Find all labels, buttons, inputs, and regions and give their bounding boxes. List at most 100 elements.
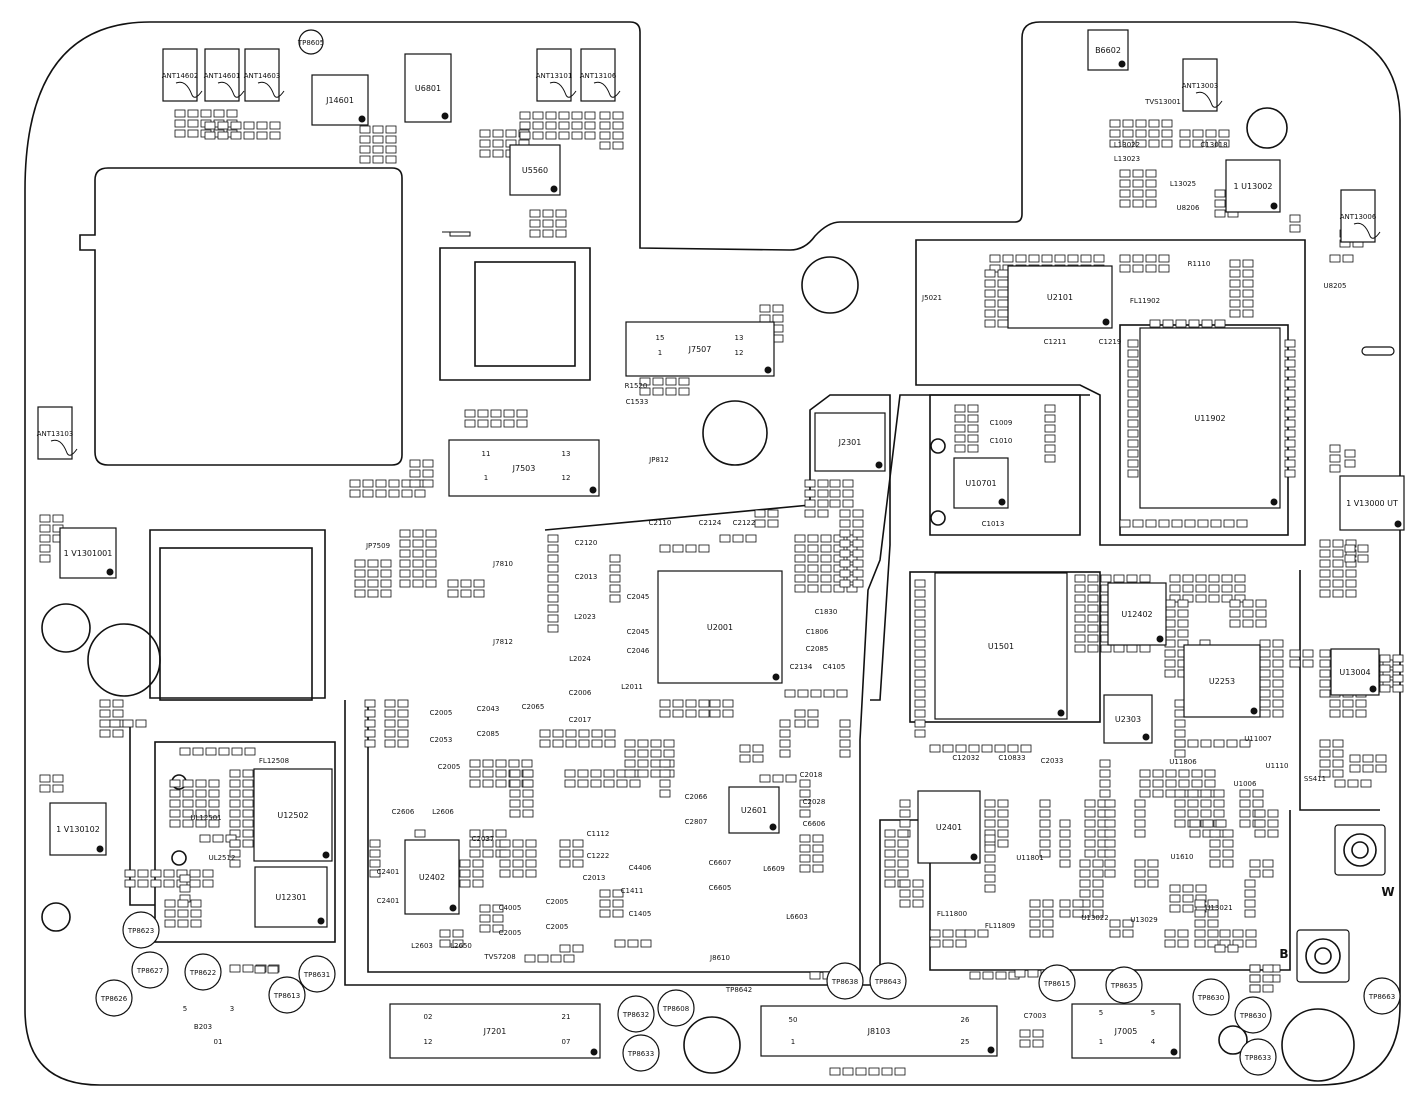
component-j7810[interactable]: J7810 — [492, 560, 513, 568]
component-u2253[interactable]: U2253 — [1183, 644, 1261, 718]
component-c1219[interactable]: C1219 — [1099, 338, 1122, 346]
component-tp8630b[interactable]: TP8630 — [1234, 996, 1272, 1034]
component-u11806[interactable]: U11806 — [1169, 758, 1197, 766]
component-j2301[interactable]: J2301 — [814, 412, 886, 472]
component-ss411[interactable]: SS411 — [1304, 775, 1326, 783]
component-c2005a[interactable]: C2005 — [430, 709, 453, 717]
component-j5021[interactable]: J5021 — [921, 294, 942, 302]
component-c4105[interactable]: C4105 — [823, 663, 846, 671]
component-c1405[interactable]: C1405 — [629, 910, 652, 918]
component-tp8608[interactable]: TP8608 — [657, 989, 695, 1027]
component-c1009[interactable]: C1009 — [990, 419, 1013, 427]
component-j7812[interactable]: J7812 — [492, 638, 513, 646]
component-tp8613[interactable]: TP8613 — [268, 976, 306, 1014]
component-c12032[interactable]: C12032 — [952, 754, 979, 762]
component-u11902[interactable]: U11902 — [1139, 327, 1281, 509]
component-c2005c[interactable]: C2005 — [499, 929, 522, 937]
component-ant13103[interactable]: ANT13103 — [37, 406, 78, 460]
component-u13021[interactable]: U13021 — [1205, 904, 1232, 912]
component-b6602[interactable]: B6602 — [1087, 29, 1129, 71]
component-u10701[interactable]: U10701 — [953, 457, 1009, 509]
component-jp7509[interactable]: JP7509 — [365, 542, 390, 550]
component-c2110[interactable]: C2110 — [649, 519, 672, 527]
component-ant13101[interactable]: ANT13101 — [536, 48, 577, 102]
component-c2401b[interactable]: C2401 — [377, 897, 400, 905]
component-j8610[interactable]: J8610 — [709, 954, 730, 962]
component-c2033[interactable]: C2033 — [1041, 757, 1064, 765]
component-ant13106[interactable]: ANT13106 — [580, 48, 621, 102]
component-u12402[interactable]: U12402 — [1107, 582, 1167, 646]
component-l13025[interactable]: L13025 — [1170, 180, 1196, 188]
component-c1211[interactable]: C1211 — [1044, 338, 1067, 346]
component-c1411[interactable]: C1411 — [621, 887, 644, 895]
component-u1110[interactable]: U1110 — [1266, 762, 1289, 770]
component-u8206[interactable]: U8206 — [1177, 204, 1200, 212]
component-ant13003[interactable]: ANT13003 — [1182, 58, 1223, 112]
component-c2028[interactable]: C2028 — [803, 798, 826, 806]
component-c2005b[interactable]: C2005 — [438, 763, 461, 771]
component-fl12508[interactable]: FL12508 — [259, 757, 289, 765]
component-tp8627[interactable]: TP8627 — [131, 951, 169, 989]
component-c6606[interactable]: C6606 — [803, 820, 826, 828]
component-tp8631[interactable]: TP8631 — [298, 955, 336, 993]
component-c4005[interactable]: C4005 — [499, 904, 522, 912]
component-c2013[interactable]: C2013 — [575, 573, 598, 581]
component-c2120[interactable]: C2120 — [575, 539, 598, 547]
component-c2122[interactable]: C2122 — [733, 519, 756, 527]
component-tp8642[interactable]: TP8642 — [725, 986, 752, 994]
component-c1112[interactable]: C1112 — [587, 830, 610, 838]
component-c1806[interactable]: C1806 — [806, 628, 829, 636]
component-tvs13001[interactable]: TVS13001 — [1144, 98, 1181, 106]
component-c2005d[interactable]: C2005 — [546, 898, 569, 906]
component-tp8638[interactable]: TP8638 — [826, 962, 864, 1000]
component-tp8632[interactable]: TP8632 — [617, 995, 655, 1033]
component-l2011[interactable]: L2011 — [621, 683, 643, 691]
component-tp8615[interactable]: TP8615 — [1038, 964, 1076, 1002]
component-c7003[interactable]: C7003 — [1024, 1012, 1047, 1020]
component-l2603[interactable]: L2603 — [411, 942, 433, 950]
component-c2017[interactable]: C2017 — [569, 716, 592, 724]
component-tp8622[interactable]: TP8622 — [184, 953, 222, 991]
component-j7507[interactable]: J7507 — [625, 321, 775, 377]
component-u13029[interactable]: U13029 — [1130, 916, 1157, 924]
component-c2046[interactable]: C2046 — [627, 647, 650, 655]
component-tp8633a[interactable]: TP8633 — [622, 1034, 660, 1072]
component-j7503[interactable]: J7503 — [448, 439, 600, 497]
component-c2005e[interactable]: C2005 — [546, 923, 569, 931]
component-ant14603[interactable]: ANT14603 — [244, 48, 285, 102]
component-ant14601[interactable]: ANT14601 — [204, 48, 245, 102]
component-c2066[interactable]: C2066 — [685, 793, 708, 801]
component-tvs7208[interactable]: TVS7208 — [483, 953, 515, 961]
component-u6801[interactable]: U6801 — [404, 53, 452, 123]
component-u13004[interactable]: U13004 — [1330, 648, 1380, 696]
component-u2601[interactable]: U2601 — [728, 786, 780, 834]
component-c10833[interactable]: C10833 — [998, 754, 1025, 762]
component-c2124[interactable]: C2124 — [699, 519, 722, 527]
component-tp8635[interactable]: TP8635 — [1105, 966, 1143, 1004]
component-c2013b[interactable]: C2013 — [583, 874, 606, 882]
component-tp8626[interactable]: TP8626 — [95, 979, 133, 1017]
component-u1501[interactable]: U1501 — [934, 572, 1068, 720]
component-fl11902[interactable]: FL11902 — [1130, 297, 1160, 305]
component-r1110[interactable]: R1110 — [1188, 260, 1211, 268]
component-tp8643[interactable]: TP8643 — [869, 962, 907, 1000]
component-jp812a[interactable]: JP812 — [648, 456, 669, 464]
component-c2053[interactable]: C2053 — [430, 736, 453, 744]
component-tp8623[interactable]: TP8623 — [122, 911, 160, 949]
component-u13002[interactable]: 1 U13002 — [1225, 159, 1281, 213]
component-tp8633b[interactable]: TP8633 — [1239, 1038, 1277, 1076]
component-c2134[interactable]: C2134 — [790, 663, 813, 671]
component-tp8663[interactable]: TP8663 — [1363, 977, 1401, 1015]
component-v1301001[interactable]: 1 V1301001 — [59, 527, 117, 579]
component-u13000[interactable]: 1 V13000 UT — [1339, 475, 1405, 531]
component-c2037[interactable]: C2037 — [472, 835, 495, 843]
component-c1533[interactable]: C1533 — [626, 398, 649, 406]
component-l13022[interactable]: L13022 — [1114, 141, 1140, 149]
component-ant13006[interactable]: ANT13006 — [1340, 189, 1381, 243]
component-c2085[interactable]: C2085 — [806, 645, 829, 653]
component-u11007[interactable]: U11007 — [1244, 735, 1271, 743]
component-c2606[interactable]: C2606 — [392, 808, 415, 816]
component-c2045b[interactable]: C2045 — [627, 628, 650, 636]
component-v130102[interactable]: 1 V130102 — [49, 802, 107, 856]
component-c2401a[interactable]: C2401 — [377, 868, 400, 876]
